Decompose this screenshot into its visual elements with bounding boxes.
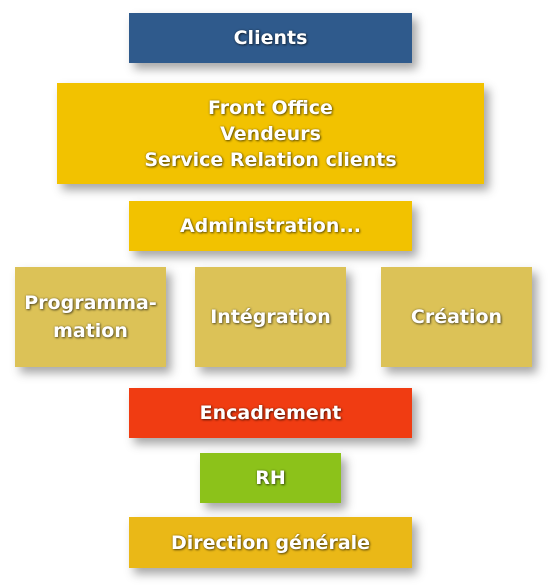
creation-label: Création (410, 306, 503, 328)
clients-label: Clients (233, 27, 308, 49)
rh-box: RH (200, 453, 341, 503)
rh-label: RH (255, 467, 286, 489)
encadrement-box: Encadrement (129, 388, 412, 438)
integration-box: Intégration (195, 267, 346, 367)
vendeurs-label: Vendeurs (220, 122, 321, 145)
front-office-label: Front Office (208, 96, 333, 119)
creation-box: Création (381, 267, 532, 367)
administration-label: Administration... (179, 215, 362, 237)
programmation-label-line1: Programma- (24, 292, 157, 314)
direction-generale-label: Direction générale (170, 531, 371, 554)
programmation-box: Programma- mation (15, 267, 166, 367)
direction-generale-box: Direction générale (129, 517, 412, 568)
front-office-box: Front Office Vendeurs Service Relation c… (57, 83, 484, 184)
clients-box: Clients (129, 13, 412, 63)
administration-box: Administration... (129, 201, 412, 251)
programmation-label-line2: mation (53, 320, 128, 342)
service-relation-clients-label: Service Relation clients (144, 148, 397, 171)
encadrement-label: Encadrement (199, 402, 342, 424)
integration-label: Intégration (210, 306, 331, 328)
